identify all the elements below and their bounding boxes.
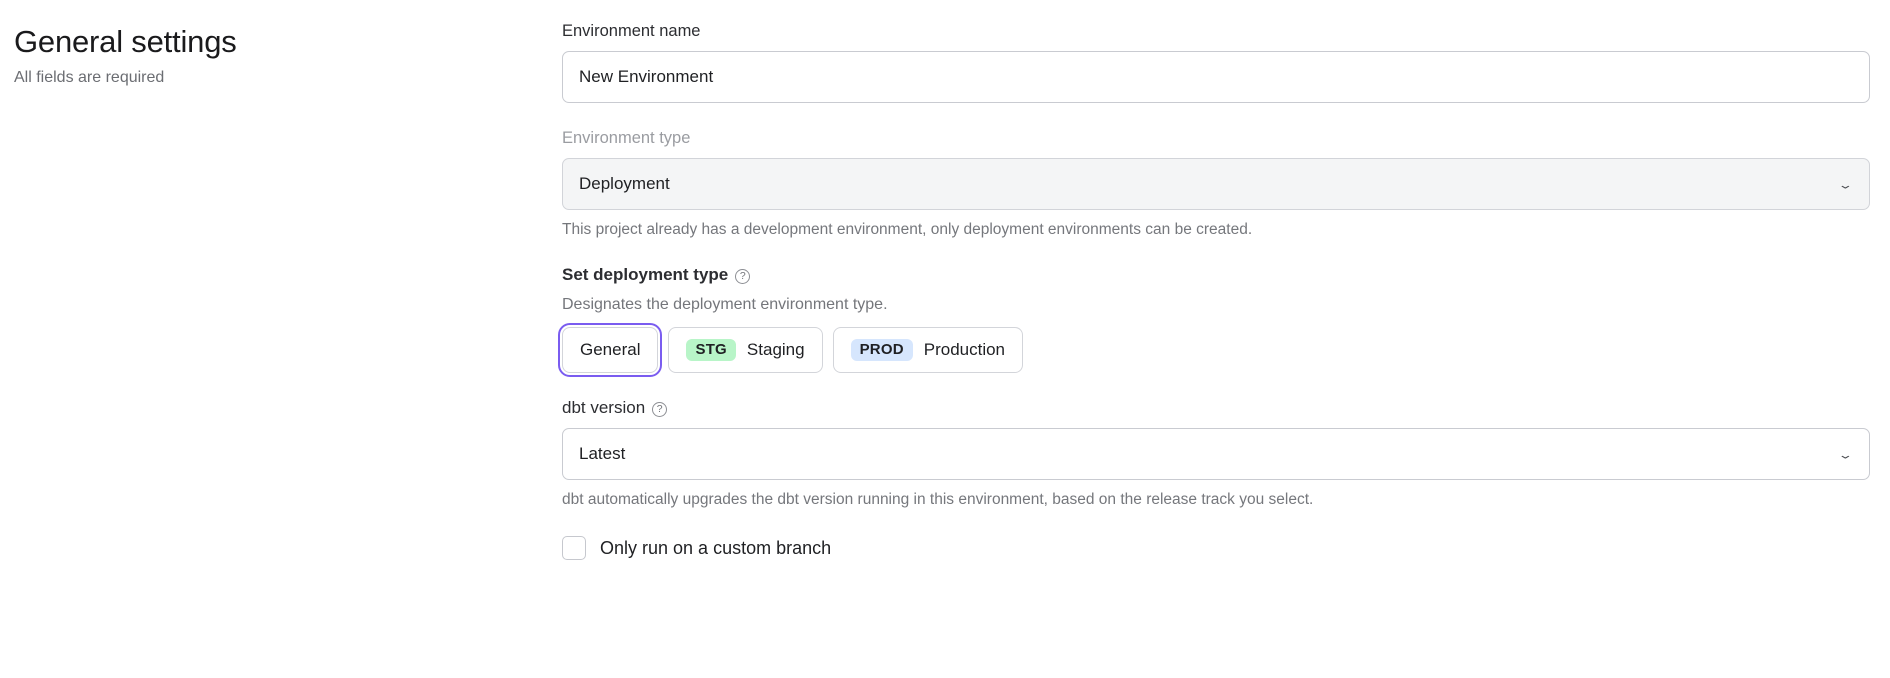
deployment-type-option-general[interactable]: General bbox=[557, 323, 663, 377]
dbt-version-field-group: dbt version ? Latest ⌄ dbt automatically… bbox=[562, 397, 1870, 510]
environment-type-select[interactable]: Deployment ⌄ bbox=[562, 158, 1870, 210]
environment-name-field-group: Environment name New Environment bbox=[562, 20, 1870, 103]
dbt-version-select[interactable]: Latest ⌄ bbox=[562, 428, 1870, 480]
custom-branch-row: Only run on a custom branch bbox=[562, 536, 1870, 560]
environment-type-value: Deployment bbox=[579, 174, 670, 193]
deployment-type-label: Set deployment type bbox=[562, 265, 729, 284]
custom-branch-label[interactable]: Only run on a custom branch bbox=[600, 538, 832, 558]
production-badge: PROD bbox=[850, 339, 913, 361]
environment-type-field-group: Environment type Deployment ⌄ This proje… bbox=[562, 127, 1870, 240]
help-icon[interactable]: ? bbox=[735, 268, 751, 284]
environment-name-input[interactable]: New Environment bbox=[562, 51, 1870, 103]
deployment-type-options: General STG Staging PROD Production bbox=[557, 323, 1870, 377]
page-subtitle: All fields are required bbox=[14, 69, 165, 86]
environment-name-label: Environment name bbox=[562, 22, 701, 40]
page-title: General settings bbox=[14, 24, 237, 59]
custom-branch-checkbox[interactable] bbox=[562, 536, 586, 560]
deployment-type-field-group: Set deployment type ? Designates the dep… bbox=[557, 264, 1870, 377]
deployment-type-description: Designates the deployment environment ty… bbox=[562, 296, 888, 313]
settings-form-column: Environment name New Environment Environ… bbox=[557, 18, 1890, 678]
staging-badge: STG bbox=[686, 339, 736, 361]
deployment-type-option-staging[interactable]: STG Staging bbox=[668, 327, 823, 373]
deployment-type-option-production[interactable]: PROD Production bbox=[832, 327, 1024, 373]
dbt-version-help-text: dbt automatically upgrades the dbt versi… bbox=[562, 491, 1314, 508]
environment-type-help-text: This project already has a development e… bbox=[562, 221, 1253, 238]
dbt-version-label-row: dbt version ? bbox=[562, 397, 1870, 419]
chevron-down-icon: ⌄ bbox=[1837, 177, 1854, 191]
deployment-type-option-general-label: General bbox=[580, 340, 641, 359]
settings-header-column: General settings All fields are required bbox=[0, 18, 562, 678]
chevron-down-icon: ⌄ bbox=[1837, 447, 1854, 461]
dbt-version-value: Latest bbox=[579, 444, 626, 463]
help-icon[interactable]: ? bbox=[652, 401, 668, 417]
dbt-version-label: dbt version bbox=[562, 398, 646, 417]
deployment-type-option-production-label: Production bbox=[923, 340, 1006, 359]
environment-type-label: Environment type bbox=[562, 129, 691, 147]
deployment-type-option-staging-label: Staging bbox=[746, 340, 805, 359]
deployment-type-label-row: Set deployment type ? bbox=[562, 264, 1870, 286]
